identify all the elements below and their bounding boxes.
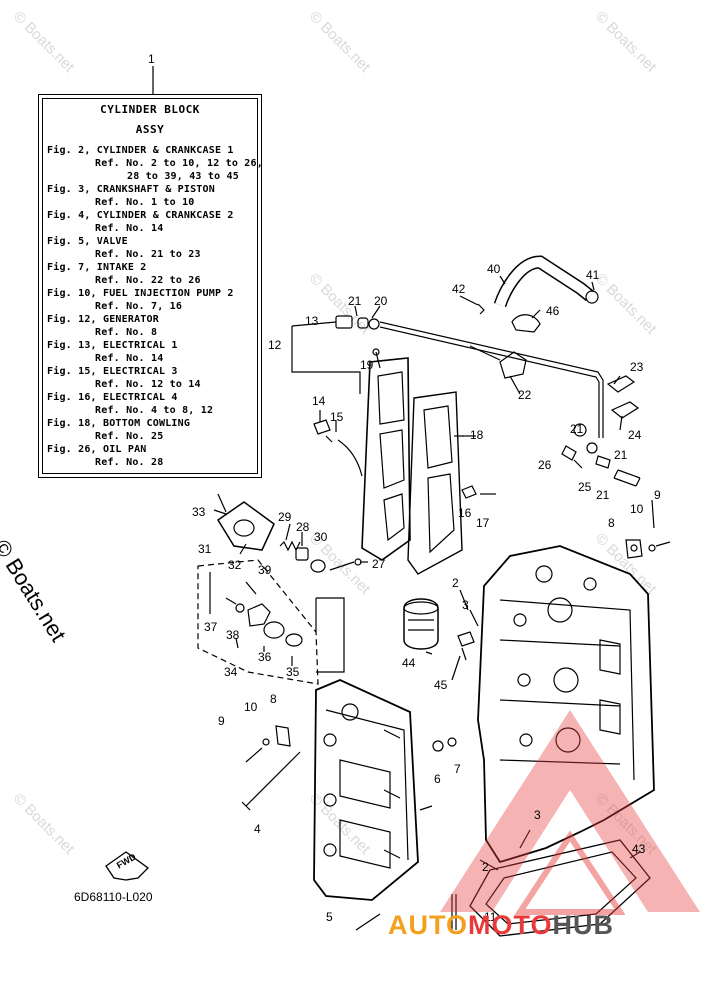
callout-label: 10 [630, 502, 644, 516]
callout-label: 2 [452, 576, 459, 590]
legend-fig-line: Fig. 12, GENERATOR [47, 314, 159, 325]
callout-label: 12 [268, 338, 282, 352]
legend-ref-line: Ref. No. 4 to 8, 12 [95, 405, 214, 416]
brand-part-3: HUB [552, 910, 615, 940]
callout-label: 40 [487, 262, 501, 276]
callout-label: 21 [570, 422, 584, 436]
callout-label: 7 [454, 762, 461, 776]
legend-ref-line: Ref. No. 25 [95, 431, 164, 442]
callout-label: 4 [254, 822, 261, 836]
callout-label: 8 [270, 692, 277, 706]
callout-label: 17 [476, 516, 490, 530]
legend-ref-line: Ref. No. 22 to 26 [95, 275, 201, 286]
callout-label: 25 [578, 480, 592, 494]
legend-fig-line: Fig. 26, OIL PAN [47, 444, 147, 455]
callout-label: 42 [452, 282, 466, 296]
callout-label: 34 [224, 665, 238, 679]
callout-label: 30 [314, 530, 328, 544]
legend-fig-line: Fig. 5, VALVE [47, 236, 128, 247]
callout-label: 32 [228, 558, 242, 572]
legend-ref-line: Ref. No. 14 [95, 223, 164, 234]
callout-label: 27 [372, 557, 386, 571]
callout-label: 1 [148, 52, 155, 66]
callout-label: 24 [628, 428, 642, 442]
callout-label: 28 [296, 520, 310, 534]
legend-ref-line: Ref. No. 8 [95, 327, 158, 338]
legend-fig-line: Fig. 16, ELECTRICAL 4 [47, 392, 178, 403]
legend-ref-line: Ref. No. 14 [95, 353, 164, 364]
callout-label: 9 [218, 714, 225, 728]
callout-label: 2 [482, 860, 489, 874]
callout-label: 38 [226, 628, 240, 642]
legend-ref-line: Ref. No. 2 to 10, 12 to 26, [95, 158, 263, 169]
legend-fig-line: Fig. 2, CYLINDER & CRANKCASE 1 [47, 145, 234, 156]
callout-label: 8 [608, 516, 615, 530]
callout-label: 19 [360, 358, 374, 372]
legend-title: CYLINDER BLOCK [100, 103, 200, 116]
fwd-arrow [105, 851, 149, 881]
callout-label: 22 [518, 388, 532, 402]
legend-box: CYLINDER BLOCK ASSY Fig. 2, CYLINDER & C… [38, 94, 263, 478]
brand-part-1: AUTO [388, 910, 469, 940]
brand-part-2: MOTO [468, 910, 553, 940]
legend-fig-line: Fig. 10, FUEL INJECTION PUMP 2 [47, 288, 234, 299]
legend-fig-line: Fig. 7, INTAKE 2 [47, 262, 147, 273]
callout-label: 39 [258, 563, 272, 577]
callout-label: 26 [538, 458, 552, 472]
legend-fig-line: Fig. 13, ELECTRICAL 1 [47, 340, 178, 351]
callout-label: 21 [596, 488, 610, 502]
legend-ref-line: 28 to 39, 43 to 45 [127, 171, 239, 182]
drawing-code: 6D68110-L020 [74, 890, 153, 904]
legend-fig-line: Fig. 15, ELECTRICAL 3 [47, 366, 178, 377]
legend-ref-line: Ref. No. 7, 16 [95, 301, 183, 312]
legend-fig-line: Fig. 4, CYLINDER & CRANKCASE 2 [47, 210, 234, 221]
callout-label: 45 [434, 678, 448, 692]
callout-label: 29 [278, 510, 292, 524]
callout-label: 36 [258, 650, 272, 664]
callout-label: 3 [462, 598, 469, 612]
callout-label: 23 [630, 360, 644, 374]
callout-label: 21 [348, 294, 362, 308]
callout-label: 33 [192, 505, 206, 519]
legend-ref-line: Ref. No. 28 [95, 457, 164, 468]
callout-label: 21 [614, 448, 628, 462]
callout-label: 35 [286, 665, 300, 679]
callout-label: 16 [458, 506, 472, 520]
callout-label: 10 [244, 700, 258, 714]
callout-label: 9 [654, 488, 661, 502]
automotohub-logo [440, 710, 700, 915]
legend-fig-line: Fig. 18, BOTTOM COWLING [47, 418, 191, 429]
callout-label: 11 [484, 910, 497, 924]
callout-label: 14 [312, 394, 326, 408]
legend-ref-line: Ref. No. 12 to 14 [95, 379, 201, 390]
brand-wordmark: AUTOMOTOHUB [388, 910, 614, 941]
legend-ref-line: Ref. No. 21 to 23 [95, 249, 201, 260]
callout-label: 18 [470, 428, 484, 442]
callout-label: 37 [204, 620, 218, 634]
callout-label: 13 [305, 314, 319, 328]
legend-inner-border [42, 98, 258, 474]
callout-label: 44 [402, 656, 416, 670]
callout-label: 46 [546, 304, 560, 318]
legend-fig-line: Fig. 3, CRANKSHAFT & PISTON [47, 184, 215, 195]
legend-ref-line: Ref. No. 1 to 10 [95, 197, 195, 208]
callout-label: 6 [434, 772, 441, 786]
callout-label: 3 [534, 808, 541, 822]
callout-label: 41 [586, 268, 600, 282]
callout-label: 20 [374, 294, 388, 308]
callout-label: 43 [632, 842, 646, 856]
callout-label: 5 [326, 910, 333, 924]
callout-label: 31 [198, 542, 212, 556]
callout-label: 15 [330, 410, 344, 424]
legend-subtitle: ASSY [135, 123, 165, 136]
